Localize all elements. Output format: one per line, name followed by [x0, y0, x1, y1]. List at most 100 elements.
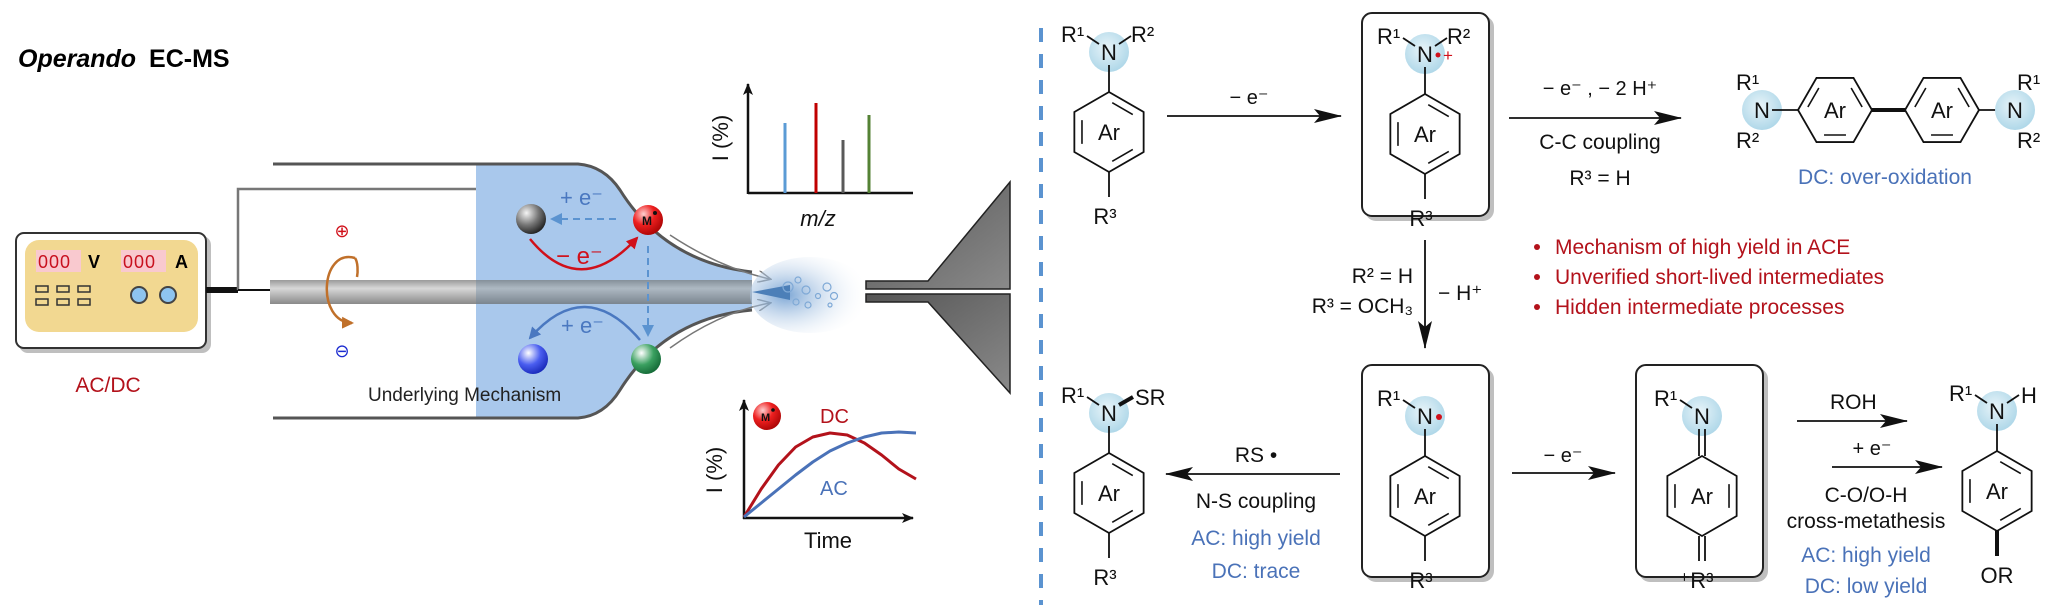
knob-voltage[interactable] [130, 286, 148, 304]
cation-plus: + [1443, 46, 1453, 65]
nitrogen-highlight [1405, 396, 1445, 436]
h-bond [2006, 394, 2020, 404]
nitrogen-highlight [1405, 34, 1445, 74]
nitrogen-label: N [1989, 399, 2005, 424]
time-y-label: I (%) [702, 447, 727, 493]
power-supply: 000 V 000 A AC/DC [15, 232, 207, 397]
cc-label: C-C coupling [1539, 131, 1660, 154]
ec-cell: ⊕ ⊖ M + e⁻ − e⁻ + e⁻ Underlying Mechanis… [238, 162, 770, 420]
nitrogen-highlight [1089, 32, 1129, 72]
start-aryl-ring: Ar [1073, 90, 1145, 174]
r1-label-left: R¹ [1736, 70, 1759, 95]
r2-bond [1434, 37, 1448, 47]
co-dc-yield: DC: low yield [1805, 575, 1928, 598]
nitrogen-label: N [1101, 401, 1117, 426]
over-oxidation-label: DC: over-oxidation [1798, 166, 1972, 189]
biaryl-ring-right: Ar [1903, 77, 1981, 143]
ms-inlet [865, 179, 1011, 395]
mechanism-label: Underlying Mechanism [368, 385, 561, 406]
r2-label-right: R² [2017, 128, 2040, 153]
ar-label: Ar [1098, 120, 1120, 145]
time-profile-plot: I (%) Time M DC AC [702, 399, 917, 553]
r2-bond [1118, 35, 1132, 45]
title-rest: EC-MS [149, 45, 230, 73]
reduced-species [518, 344, 548, 374]
amp-unit: A [175, 252, 188, 272]
nitrogen-highlight-right [1995, 90, 2035, 130]
nitrogen-label: N [1417, 42, 1433, 67]
r2-label: R² [1131, 22, 1154, 47]
curve-dc [742, 431, 917, 518]
ar-label: Ar [1824, 98, 1846, 123]
r1-bond [1402, 399, 1416, 409]
aminyl-radical-box [1361, 364, 1490, 578]
minus-sign: ⊖ [334, 341, 349, 361]
step1-reagent: − e⁻ [1230, 87, 1269, 109]
ac-legend-label: AC [820, 478, 848, 500]
radical-dot [1435, 52, 1441, 58]
inlet-upper [865, 179, 1011, 290]
cc-condition: R³ = H [1569, 167, 1630, 190]
volt-unit: V [88, 252, 100, 272]
bullet-dot [1534, 274, 1540, 280]
co-label-1: C-O/O-H [1825, 484, 1908, 507]
figure-title: Operando EC-MS [18, 45, 230, 73]
ar-label: Ar [1414, 122, 1436, 147]
bullet-dot [1534, 304, 1540, 310]
biaryl-ring-left: Ar [1796, 77, 1874, 143]
species-M-label: M [761, 412, 770, 424]
cc-reagent: − e⁻ , − 2 H⁺ [1543, 78, 1658, 100]
r3-label: R³ [1093, 565, 1116, 590]
ar-label: Ar [1691, 484, 1713, 509]
button-grid[interactable] [35, 285, 91, 306]
cell-outer-top [273, 162, 753, 274]
neutral-molecule [516, 204, 546, 234]
r1-label: R¹ [1377, 386, 1400, 411]
r1-bond [1086, 35, 1100, 45]
counter-electrode-wire [236, 187, 525, 290]
nitrogen-label: N [1101, 40, 1117, 65]
voltage-digits: 000 [38, 252, 71, 272]
bullet-dot [1534, 244, 1540, 250]
reduce-label-top: + e⁻ [560, 185, 603, 210]
time-x-label: Time [804, 528, 852, 553]
r3-plus-label: ⁺R³ [1679, 568, 1714, 593]
radical-cation-box [1361, 12, 1490, 217]
reduction-reagent: + e⁻ [1853, 438, 1892, 460]
knob-current[interactable] [159, 286, 177, 304]
r3-label: R³ [1409, 206, 1432, 231]
current-display: 000 A [121, 250, 188, 272]
ox2-reagent: − e⁻ [1544, 445, 1583, 467]
deprotonation-reagent: − H⁺ [1438, 282, 1482, 305]
r1-label: R¹ [1061, 383, 1084, 408]
ns-reagent: RS • [1235, 444, 1277, 467]
working-electrode-rod [270, 280, 752, 304]
bullet-item: Mechanism of high yield in ACE [1555, 236, 1850, 259]
ar-label: Ar [1931, 98, 1953, 123]
sr-bond [1118, 395, 1134, 407]
nitrogen-label: N [1694, 404, 1710, 429]
bullet-item: Unverified short-lived intermediates [1555, 266, 1884, 289]
ar-label: Ar [1986, 479, 2008, 504]
or-label: OR [1981, 563, 2014, 588]
title-italic: Operando [18, 45, 136, 73]
intermediate-species [631, 344, 661, 374]
ac-dc-label: AC/DC [75, 374, 140, 397]
nitrogen-label-left: N [1754, 98, 1770, 123]
dc-legend-label: DC [820, 406, 849, 428]
voltage-display: 000 V [36, 250, 100, 272]
radical-dot [1436, 414, 1442, 420]
curve-ac [743, 430, 917, 519]
ar-label: Ar [1098, 481, 1120, 506]
r1-label: R¹ [1061, 22, 1084, 47]
inlet-lower [865, 293, 1011, 395]
bullet-item: Hidden intermediate processes [1555, 296, 1845, 319]
co-ac-yield: AC: high yield [1801, 544, 1931, 567]
nitrogen-highlight [1977, 391, 2017, 431]
oxidation-arrow [529, 236, 639, 271]
oxidation-label: − e⁻ [556, 243, 603, 270]
ms-y-label: I (%) [708, 115, 733, 161]
nitrogen-label-right: N [2007, 98, 2023, 123]
ns-ac-yield: AC: high yield [1191, 527, 1321, 550]
